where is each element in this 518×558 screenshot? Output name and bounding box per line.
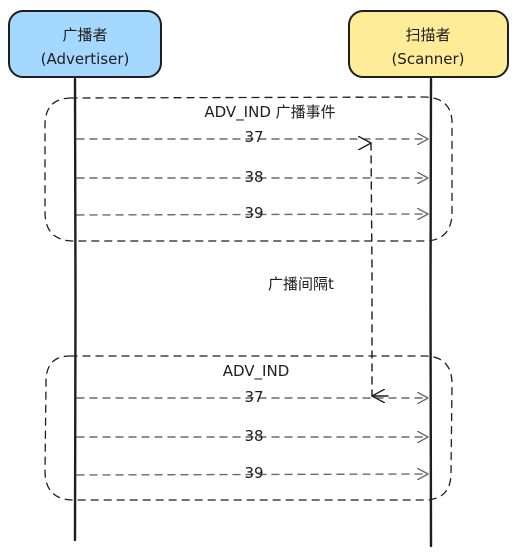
message-label: 39 (244, 464, 263, 482)
scanner-label-line1: 扫描者 (405, 26, 450, 44)
interval-label: 广播间隔t (268, 275, 334, 293)
interval-arrow (371, 143, 372, 396)
group-box-2 (44, 355, 453, 501)
scanner-label-line2: (Scanner) (391, 50, 464, 68)
message-label: 37 (244, 128, 263, 146)
scanner-box (348, 10, 509, 78)
group-box-1 (44, 96, 453, 242)
message-arrow (76, 474, 429, 475)
advertiser-box (8, 10, 162, 78)
message-label: 39 (244, 204, 263, 222)
group-1-title: ADV_IND 广播事件 (204, 103, 335, 122)
advertiser-label-line2: (Advertiser) (41, 50, 130, 68)
message-label: 37 (244, 388, 263, 406)
message-label: 38 (244, 168, 263, 186)
advertiser-lifeline (73, 77, 77, 542)
group-2-title: ADV_IND (223, 362, 290, 381)
scanner-lifeline (429, 77, 433, 548)
advertiser-label-line1: 广播者 (62, 26, 107, 44)
message-label: 38 (244, 427, 263, 445)
